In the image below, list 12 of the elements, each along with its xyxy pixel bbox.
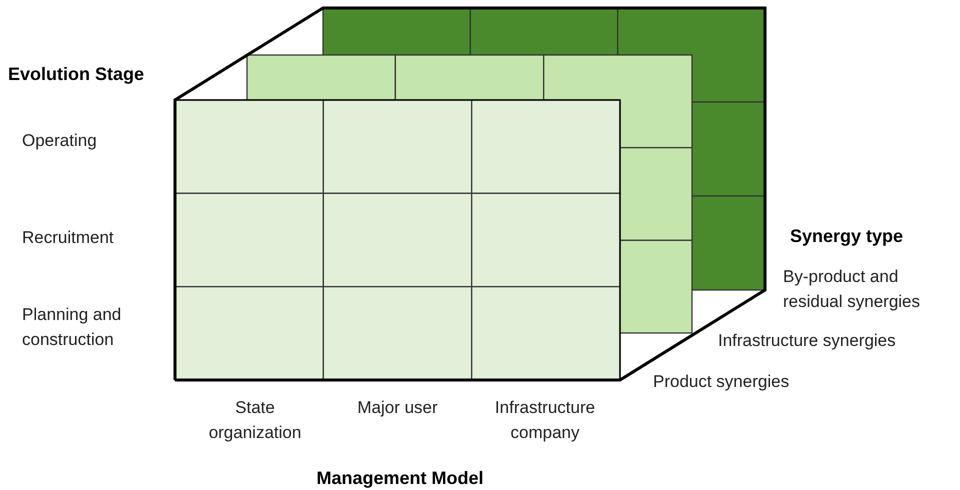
axis-label: Planning and construction [22, 304, 122, 351]
axis-label: Recruitment [22, 227, 115, 249]
axis-label: Product synergies [653, 371, 790, 393]
axis-title: Management Model [315, 467, 485, 490]
axis-label: By-product and residual synergies [783, 266, 922, 313]
axis-label: Major user [356, 397, 439, 419]
axis-label: State organization [208, 397, 302, 444]
axis-title: Evolution Stage [8, 63, 146, 86]
axis-title: Synergy type [790, 225, 904, 248]
axis-label: Infrastructure company [494, 397, 596, 444]
axis-label: Operating [22, 130, 98, 152]
axis-label: Infrastructure synergies [718, 330, 897, 352]
